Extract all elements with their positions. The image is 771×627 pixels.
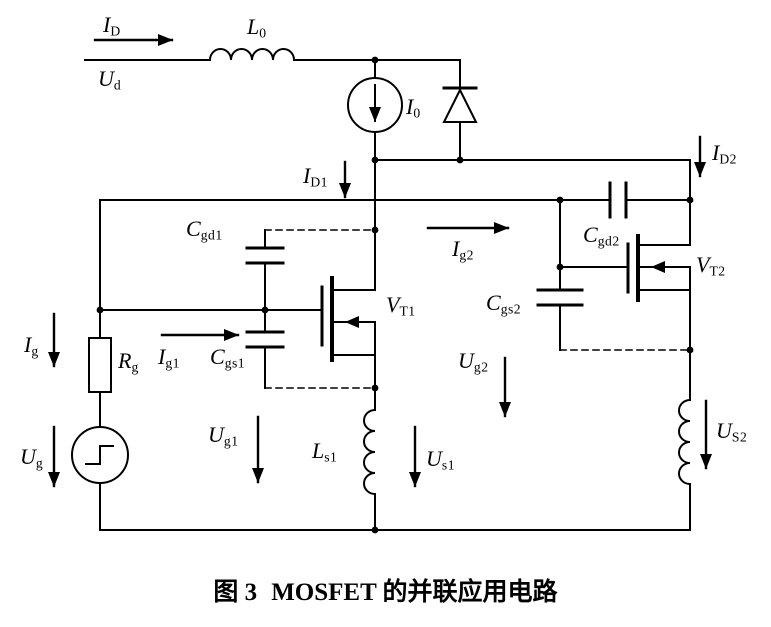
junction-dot xyxy=(261,306,269,314)
junction-dot xyxy=(686,196,694,204)
junction-dot xyxy=(371,526,379,534)
mosfet-VT2 xyxy=(559,234,691,401)
label-ID1: ID1 xyxy=(303,163,328,190)
capacitor-Cgs1 xyxy=(245,330,376,389)
label-Us2: US2 xyxy=(716,418,748,445)
junction-dot xyxy=(371,156,379,164)
junction-dots xyxy=(96,56,694,534)
vt2-body-arrow-icon xyxy=(651,261,665,273)
top-rail xyxy=(84,48,461,62)
label-Cgs2: Cgs2 xyxy=(486,290,522,317)
label-Ig: Ig xyxy=(24,332,39,359)
gate-drive-branch xyxy=(71,199,129,531)
resistor-Rg xyxy=(88,337,112,393)
inductor-L0 xyxy=(208,48,296,62)
diode-triangle-icon xyxy=(442,87,478,123)
label-Cgs1: Cgs1 xyxy=(210,344,246,371)
figure-number: 图 3 xyxy=(213,579,258,606)
label-Us1: Us1 xyxy=(426,446,456,473)
junction-dot xyxy=(456,156,464,164)
junction-dot xyxy=(371,226,379,234)
current-source-I0 xyxy=(347,59,403,161)
inductor-Ls2 xyxy=(678,398,692,531)
label-Cgd1: Cgd1 xyxy=(186,216,223,243)
annotation-arrows xyxy=(48,34,712,488)
label-Ug2: Ug2 xyxy=(458,348,489,375)
figure-title: MOSFET 的并联应用电路 xyxy=(271,579,558,606)
label-VT2: VT2 xyxy=(696,252,726,279)
inductor-Ls1-coil xyxy=(363,408,377,496)
figure-caption: 图 3 MOSFET 的并联应用电路 xyxy=(0,572,771,608)
label-Rg: Rg xyxy=(118,348,139,375)
step-waveform-icon xyxy=(85,445,114,465)
junction-dot xyxy=(556,196,564,204)
label-Ug1: Ug1 xyxy=(208,422,239,449)
junction-dot xyxy=(96,306,104,314)
label-L0: L0 xyxy=(247,14,267,41)
label-Ug: Ug xyxy=(20,444,44,471)
vt1-body-arrow-icon xyxy=(345,316,359,328)
capacitor-Cgs2 xyxy=(536,199,691,351)
capacitor-Cgd2 xyxy=(608,181,628,219)
capacitor-Cgd1 xyxy=(245,229,376,333)
label-Ls1: Ls1 xyxy=(312,438,338,465)
label-VT1: VT1 xyxy=(386,292,416,319)
junction-dot xyxy=(371,56,379,64)
freewheel-diode xyxy=(442,59,478,161)
mosfet-VT1 xyxy=(99,159,376,411)
inductor-Ls2-coil xyxy=(678,398,692,486)
label-Cgd2: Cgd2 xyxy=(583,222,620,249)
label-Ig2: Ig2 xyxy=(452,236,474,263)
label-I0: I0 xyxy=(406,94,421,121)
junction-dot xyxy=(686,346,694,354)
label-Ud: Ud xyxy=(98,66,122,93)
inductor-Ls1 xyxy=(363,408,377,531)
label-Ig1: Ig1 xyxy=(158,344,180,371)
junction-dot xyxy=(371,384,379,392)
drain-rail xyxy=(374,159,691,246)
label-ID2: ID2 xyxy=(712,140,737,167)
junction-dot xyxy=(556,263,564,271)
label-ID: ID xyxy=(103,12,121,39)
